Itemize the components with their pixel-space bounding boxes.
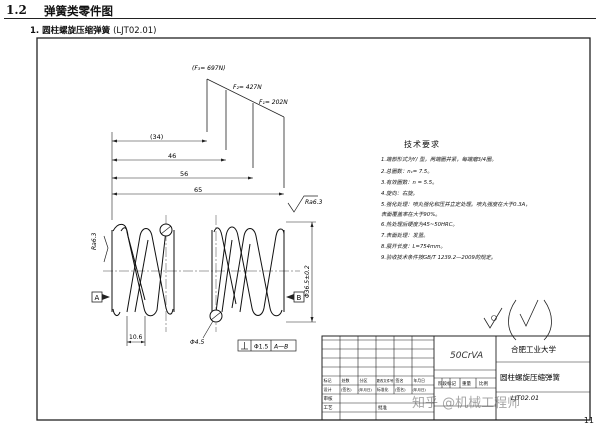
row-design-0: 设计 xyxy=(324,386,332,392)
tech-req-4: 4.旋向：右旋。 xyxy=(381,191,418,197)
hatch-bottom-right xyxy=(210,311,222,321)
tolerance-ref: A—B xyxy=(273,344,288,351)
tech-req-2: 2.总圈数：n₁= 7.5。 xyxy=(381,169,433,175)
diameter-arrow-bottom xyxy=(310,317,314,322)
section-number: 1.2 xyxy=(6,3,27,17)
row-design-5: (年月日) xyxy=(413,387,427,392)
tech-req-8: 8.展开长度：L=754mm。 xyxy=(381,244,446,250)
load-f2-label: F₂= 427N xyxy=(233,84,262,91)
diameter-dimension xyxy=(286,221,316,323)
datum-b-label: B xyxy=(297,294,302,302)
tolerance-frame xyxy=(237,339,297,352)
load-f1-label: F₁= 202N xyxy=(259,99,288,106)
tolerance-value: Φ1.5 xyxy=(254,344,268,351)
company-name: 合肥工业大学 xyxy=(511,344,556,354)
title-block xyxy=(321,335,591,421)
pitch-arrow-right xyxy=(141,340,145,344)
tech-req-6: 6.热处理后硬度为45~50HRC。 xyxy=(381,222,458,228)
wire-diameter-label: Φ4.5 xyxy=(190,339,204,346)
pitch-arrow-left xyxy=(127,340,131,344)
drawing-frame xyxy=(36,37,591,421)
datum-a-triangle xyxy=(102,294,110,300)
wire-diameter-leader xyxy=(202,320,214,339)
section-title: 弹簧类零件图 xyxy=(44,4,113,18)
datum-b-triangle xyxy=(286,294,294,300)
material-label: 50CrVA xyxy=(450,351,483,361)
mid-h-0: 阶段标记 xyxy=(438,380,456,387)
part-name: 圆柱螺旋压缩弹簧 xyxy=(500,372,560,382)
subtitle-text: 1. 圆柱螺旋压缩弹簧 xyxy=(30,26,111,36)
roughness-left-label: Ra6.3 xyxy=(91,232,98,250)
tech-req-3: 3.有效圈数：n = 5.5。 xyxy=(381,180,438,186)
header-rule xyxy=(4,18,596,19)
dim-65: 65 xyxy=(194,186,202,194)
rev-h-5: 年月日 xyxy=(414,378,426,383)
watermark: 知乎 @机械工程师 xyxy=(412,396,521,411)
roughness-top-symbol xyxy=(287,195,318,213)
page-number: 11 xyxy=(583,416,594,425)
tech-req-title: 技术要求 xyxy=(404,140,440,149)
general-roughness-symbol xyxy=(483,299,552,341)
mid-h-1: 重量 xyxy=(462,380,471,387)
rev-h-1: 处数 xyxy=(342,377,350,383)
pitch-label: 10.6 xyxy=(129,334,143,341)
dim-46: 46 xyxy=(168,152,176,160)
centre-lines xyxy=(103,215,300,332)
dim-34: (34) xyxy=(150,133,163,141)
rev-h-3: 更改文件号 xyxy=(377,378,395,383)
outer-diameter-label: Φ36.5±0.2 xyxy=(304,265,311,298)
spring-left-section xyxy=(111,223,175,317)
tech-req-7: 7.表面处理：发蓝。 xyxy=(381,233,429,239)
subtitle: 1. 圆柱螺旋压缩弹簧 (LJT02.01) xyxy=(30,24,156,36)
load-diagram xyxy=(206,78,285,188)
spring-right-section xyxy=(211,226,285,317)
part-code: LJT02.01 xyxy=(511,394,539,402)
row-review: 审核 xyxy=(324,395,333,402)
tech-req-9: 9.验收技术条件按GB/T 1239.2—2009的规定。 xyxy=(381,255,497,261)
drawing-code: (LJT02.01) xyxy=(113,26,157,36)
hatch-top-left xyxy=(160,225,172,235)
roughness-top-label: Ra6.3 xyxy=(305,199,323,206)
mid-h-2: 比例 xyxy=(479,380,488,387)
row-approve: 批准 xyxy=(378,404,387,411)
rev-h-0: 标记 xyxy=(324,377,332,383)
load-f3-label: (F₃= 697N) xyxy=(192,65,225,72)
tech-req-5b: 表面覆盖率在大于90%。 xyxy=(381,212,441,218)
rev-h-2: 分区 xyxy=(360,377,368,383)
row-design-2: (年月日) xyxy=(359,387,373,392)
general-roughness-circle xyxy=(491,315,497,321)
row-design-1: (签名) xyxy=(341,387,352,392)
length-dimensions xyxy=(111,132,284,220)
datum-a-label: A xyxy=(95,294,100,302)
tech-req-1: 1.端部形式为Y/ 型，两端圈并紧，每端磨3/4圈。 xyxy=(381,157,497,163)
row-design-4: (签名) xyxy=(395,387,406,392)
dimension-arrows xyxy=(112,139,284,196)
roughness-left-symbol xyxy=(103,235,109,263)
diameter-arrow-top xyxy=(310,222,314,227)
rev-h-4: 签名 xyxy=(396,377,404,383)
dim-56: 56 xyxy=(180,170,188,178)
row-process: 工艺 xyxy=(324,405,333,411)
row-design-3: 标准化 xyxy=(377,387,389,392)
tech-req-5: 5.强化处理：喷丸强化和压并立定处理。喷丸强度在大于0.3A， xyxy=(381,202,531,208)
